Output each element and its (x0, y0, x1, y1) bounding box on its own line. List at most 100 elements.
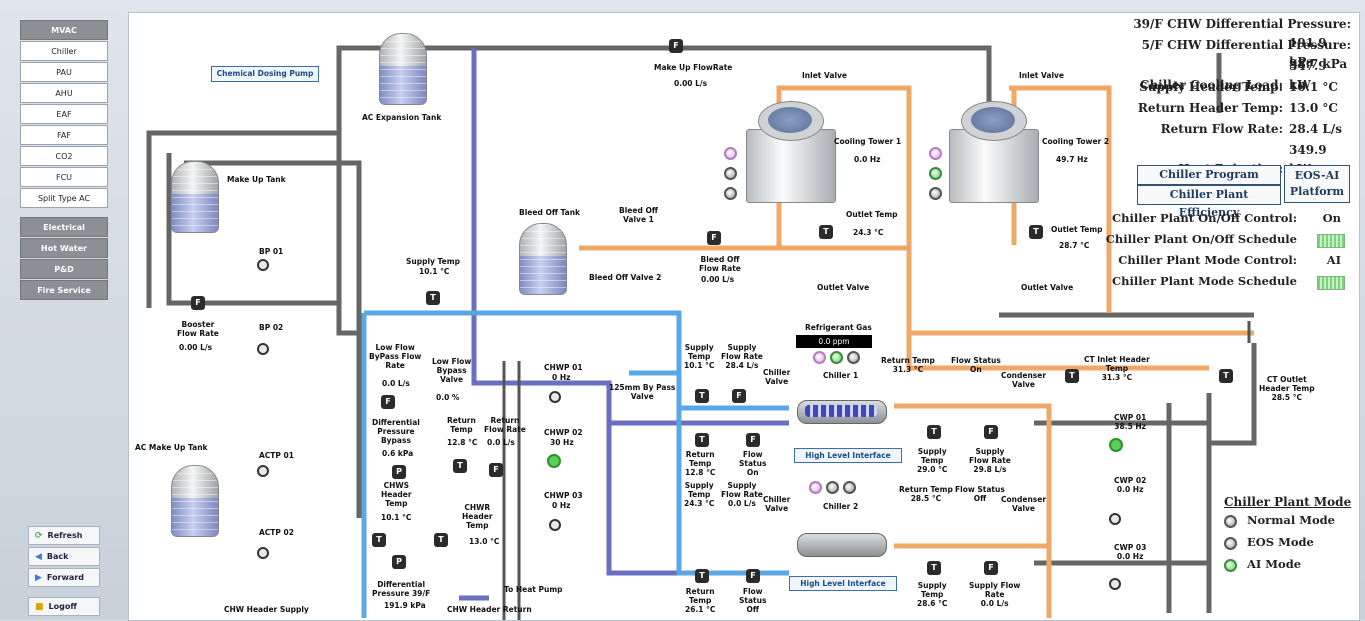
low-bypass-flow-value: 0.0 L/s (382, 379, 410, 388)
c1-return-temp-icon: T (695, 433, 709, 447)
bp02-pump-icon[interactable] (257, 343, 269, 355)
chw-header-supply-label: CHW Header Supply (224, 605, 309, 614)
sidebar-item-fire-service[interactable]: Fire Service (20, 280, 108, 300)
back-label: Back (46, 552, 69, 561)
eos-mode-label: EOS Mode (1247, 535, 1314, 549)
status-value: 13.0 °C (1289, 101, 1338, 115)
cond1-supply-temp: Supply Temp 29.0 °C (917, 447, 948, 474)
high-level-interface-2-button[interactable]: High Level Interface (789, 576, 897, 591)
status-label: Chiller Cooling Load: (1139, 78, 1283, 92)
ct1-outlet-temp-icon: T (819, 225, 833, 239)
inlet-valve2-label: Inlet Valve (1019, 71, 1064, 80)
ct1-status-indicator (724, 167, 737, 180)
sidebar-item-faf[interactable]: FAF (20, 125, 108, 145)
bleed-off-tank-label: Bleed Off Tank (519, 208, 581, 217)
chiller2-status-indicator (826, 481, 839, 494)
high-level-interface-1-button[interactable]: High Level Interface (794, 448, 902, 463)
chemical-dosing-pump-button[interactable]: Chemical Dosing Pump (211, 66, 319, 82)
control-value[interactable]: On (1322, 211, 1341, 225)
c1-supply-flow-icon: F (732, 389, 746, 403)
bleed-flow-icon: F (707, 231, 721, 245)
forward-button[interactable]: ▶Forward (28, 568, 100, 587)
chwp01-pump-icon[interactable] (549, 391, 561, 403)
ct2-outlet-temp-icon: T (1029, 225, 1043, 239)
normal-mode-indicator[interactable] (1224, 515, 1237, 528)
cooling-tower-2[interactable] (949, 101, 1039, 203)
sidebar-item-mvac[interactable]: MVAC (20, 20, 108, 40)
booster-flow-icon: F (191, 296, 205, 310)
supply-temp-label: Supply Temp (406, 257, 460, 266)
diff39-value: 191.9 kPa (384, 601, 426, 610)
cwp01-label: CWP 01 38.5 Hz (1114, 413, 1147, 431)
sidebar-item-p-d[interactable]: P&D (20, 259, 108, 279)
low-bypass-valve-label: Low Flow Bypass Valve (432, 357, 472, 384)
ct2-status-indicator (929, 187, 942, 200)
actp01-label: ACTP 01 (259, 451, 294, 460)
sidebar-item-split-type-ac[interactable]: Split Type AC (20, 188, 108, 208)
chwp02-pump-icon[interactable] (547, 454, 561, 468)
ct1-outlet-temp-value: 24.3 °C (853, 228, 884, 237)
cwp03-label: CWP 03 0.0 Hz (1114, 543, 1147, 561)
schedule-grid-icon[interactable] (1317, 276, 1345, 290)
actp01-pump-icon[interactable] (257, 465, 269, 477)
control-value[interactable]: AI (1326, 253, 1341, 267)
status-value: 191.9 kPa (1289, 36, 1327, 69)
ct2-outlet-temp-value: 28.7 °C (1059, 241, 1090, 250)
sidebar-item-ahu[interactable]: AHU (20, 83, 108, 103)
cond2-supply-temp-icon: T (927, 561, 941, 575)
chiller-plant-efficiency-button[interactable]: Chiller Plant Efficiency (1137, 185, 1281, 219)
c2-flow-status: Flow Status Off (739, 587, 767, 614)
chwp03-pump-icon[interactable] (549, 519, 561, 531)
cwp02-pump-icon[interactable] (1109, 513, 1121, 525)
eos-mode-indicator[interactable] (1224, 537, 1237, 550)
sidebar-item-fcu[interactable]: FCU (20, 167, 108, 187)
status-row: Chiller Cooling Load:347.9 kW (1081, 57, 1351, 92)
fan-icon (971, 107, 1015, 133)
cond1-supply-temp-icon: T (927, 425, 941, 439)
c2-flow-status-icon: F (746, 569, 760, 583)
refresh-button[interactable]: ⟳Refresh (28, 526, 100, 545)
status-label: Return Header Temp: (1137, 101, 1283, 115)
status-row: Supply Header Temp:10.1 °C (1081, 78, 1351, 97)
sidebar-item-electrical[interactable]: Electrical (20, 217, 108, 237)
c1-supply-temp: Supply Temp 10.1 °C (684, 343, 715, 370)
chiller1-status-indicator (830, 351, 843, 364)
c1-supply-flow: Supply Flow Rate 28.4 L/s (721, 343, 763, 370)
control-label: Chiller Plant Mode Schedule (1112, 274, 1297, 288)
sidebar-item-eaf[interactable]: EAF (20, 104, 108, 124)
return-flow-value: 0.0 L/s (487, 438, 515, 447)
eos-ai-platform-button[interactable]: EOS-AI Platform (1284, 165, 1350, 203)
cwp01-pump-icon[interactable] (1109, 438, 1123, 452)
sidebar-item-hot-water[interactable]: Hot Water (20, 238, 108, 258)
control-label: Chiller Plant On/Off Schedule (1105, 232, 1297, 246)
booster-flow-value: 0.00 L/s (179, 343, 213, 352)
sidebar-item-co2[interactable]: CO2 (20, 146, 108, 166)
cond1-valve-label: Condenser Valve (1001, 371, 1047, 389)
chiller-program-setting-button[interactable]: Chiller Program Setting (1137, 165, 1281, 199)
back-button[interactable]: ◀Back (28, 547, 100, 566)
schedule-grid-icon[interactable] (1317, 234, 1345, 248)
chiller-1[interactable] (789, 388, 889, 430)
cwp03-pump-icon[interactable] (1109, 578, 1121, 590)
chwr-temp-label: CHWR Header Temp (462, 503, 493, 530)
sidebar-item-chiller[interactable]: Chiller (20, 41, 108, 61)
chiller2-status-indicator (843, 481, 856, 494)
ct1-hz: 0.0 Hz (854, 155, 881, 164)
logoff-button[interactable]: ■Logoff (28, 597, 100, 616)
actp02-pump-icon[interactable] (257, 547, 269, 559)
bp01-pump-icon[interactable] (257, 259, 269, 271)
chws-temp-label: CHWS Header Temp (381, 481, 412, 508)
forward-icon: ▶ (35, 572, 42, 583)
refrigerant-gas-value: 0.0 ppm (796, 335, 872, 348)
supply-temp-value: 10.1 °C (419, 267, 450, 276)
logoff-label: Logoff (48, 602, 77, 611)
ai-mode-label: AI Mode (1247, 557, 1302, 571)
return-temp-icon: T (453, 459, 467, 473)
status-label: 39/F CHW Differential Pressure: (1133, 17, 1351, 31)
low-bypass-valve-value: 0.0 % (436, 393, 460, 402)
pressure-sensor-icon: P (392, 465, 406, 479)
cooling-tower-1[interactable] (746, 101, 836, 203)
ai-mode-indicator[interactable] (1224, 559, 1237, 572)
sidebar-item-pau[interactable]: PAU (20, 62, 108, 82)
chiller-2[interactable] (789, 521, 889, 563)
